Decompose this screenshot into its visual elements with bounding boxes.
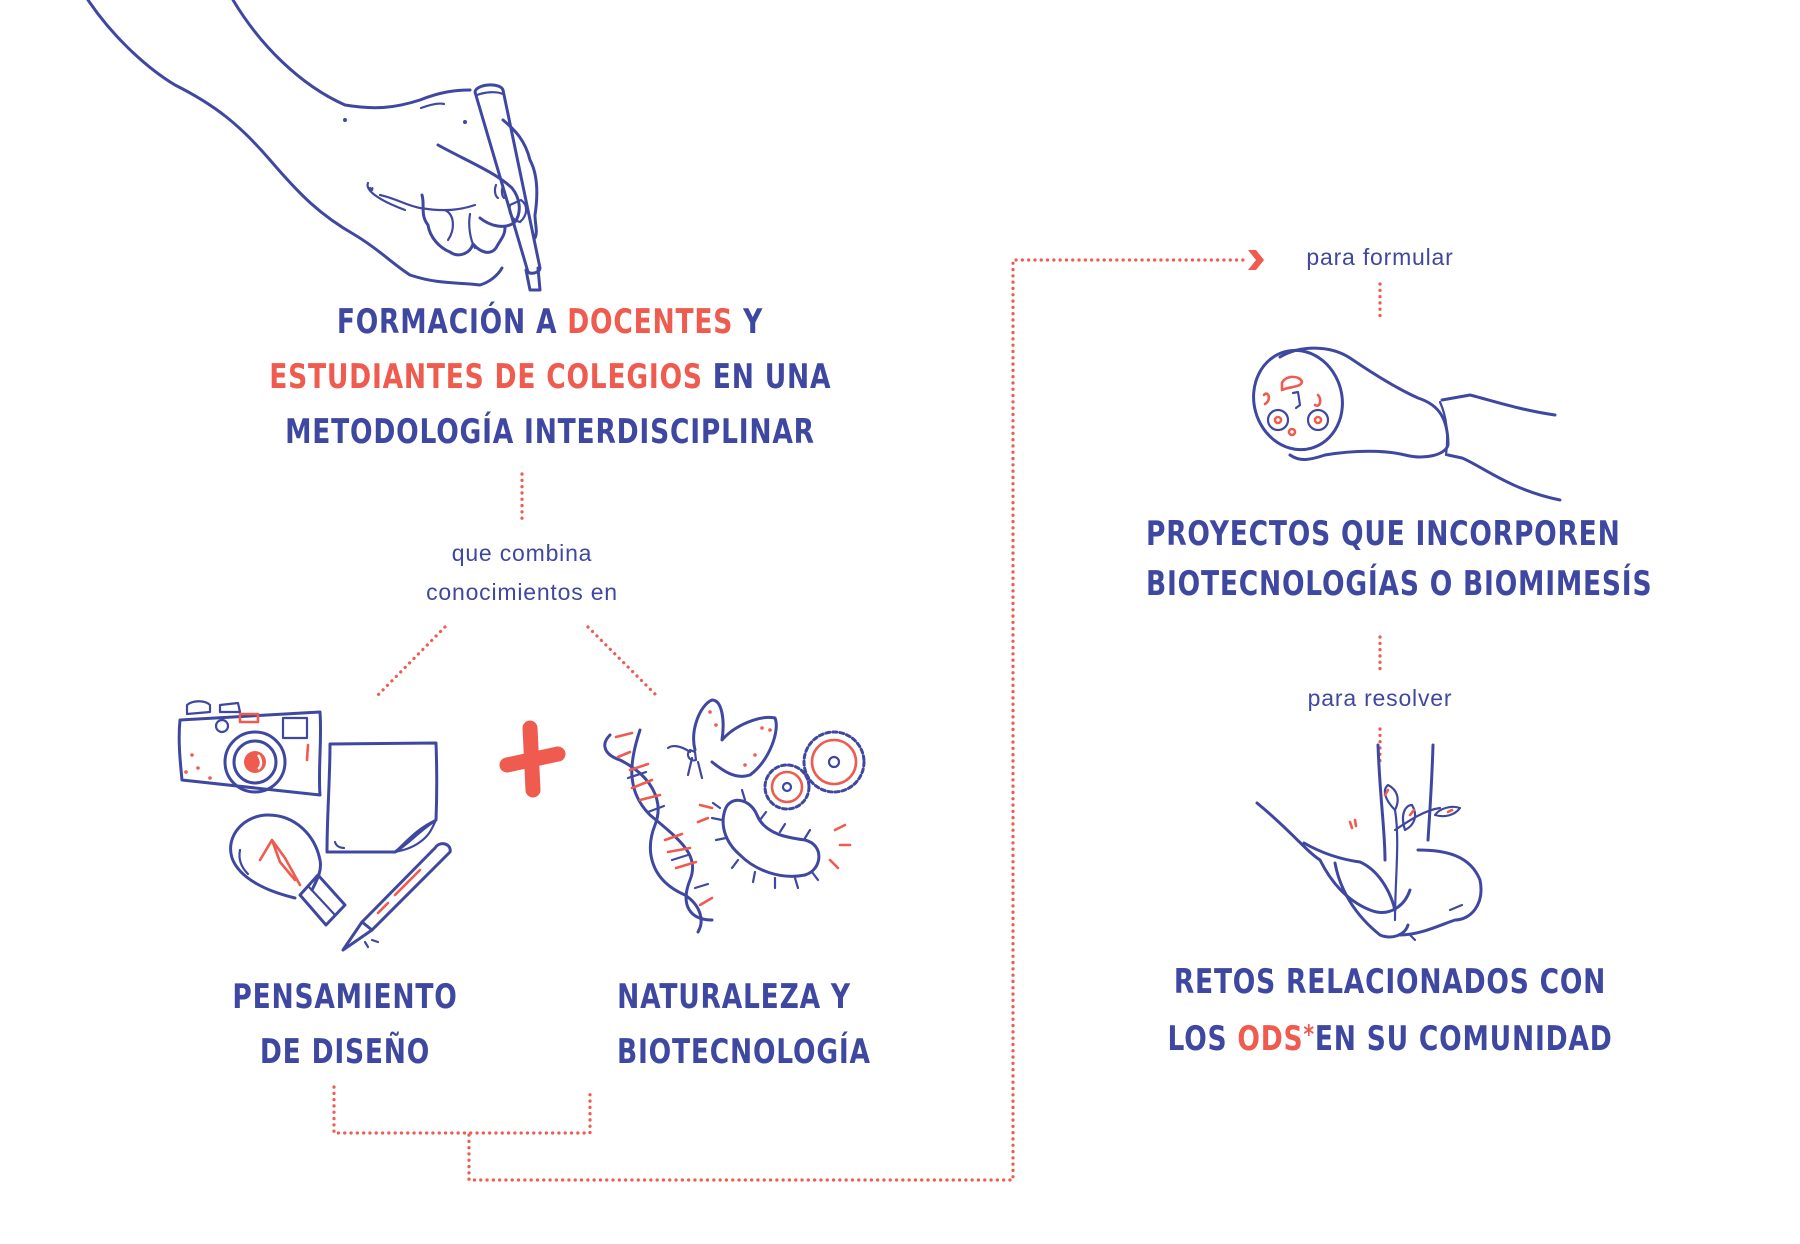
discipline-nature-line-1: Naturaleza y [617,977,851,1017]
discipline-nature-line-2: biotecnología [617,1032,871,1072]
dotted-route [467,258,1247,1182]
headline-text: metodología interdisciplinar [285,412,815,452]
outcome-projects-line-1: Proyectos que incorporen [1146,514,1621,554]
chevron-right-icon [1248,250,1264,270]
main-headline-line-3: metodología interdisciplinar [269,415,831,449]
headline-accent-docentes: docentes [567,302,734,342]
headline-text: los [1167,1019,1238,1059]
plus-icon [499,720,566,798]
hands-planting-seedling-icon [1255,743,1483,942]
asterisk-footnote-marker: * [1303,1020,1315,1050]
headline-text: en una [702,357,832,397]
outcome-challenges-line-2: los ODS*en su comunidad [1156,1022,1624,1056]
outcome-challenges-line-1: Retos relacionados con [1173,962,1607,1002]
headline-text: Formación a [336,302,568,342]
pencil-icon [341,842,452,952]
dotted-connector [376,625,447,697]
bacterium-icon [696,788,852,890]
butterfly-icon [666,698,778,780]
headline-text: y [733,302,764,342]
sticky-note-icon [325,741,439,854]
connector-solve: para resolver [1307,685,1453,711]
gloved-hand-petri-dish-icon [1252,346,1562,502]
connector-formulate: para formular [1306,244,1454,270]
lightbulb-icon [229,813,347,927]
dna-icon [603,728,714,934]
dotted-bracket [332,1085,592,1135]
gears-icon [763,730,866,811]
connector-combines-line-2: conocimientos en [426,579,618,605]
ods-accent: ODS [1237,1019,1304,1059]
headline-text: en su comunidad [1314,1019,1613,1059]
main-headline-line-2: estudiantes de colegios en una [269,360,831,394]
connector-combines-line-1: que combina [451,540,593,566]
discipline-design-line-1: Pensamiento [232,977,458,1017]
hand-writing-with-marker-icon [86,0,542,292]
dotted-connector [586,625,658,697]
camera-icon [177,700,323,797]
discipline-design-line-2: de diseño [259,1032,431,1072]
headline-accent-estudiantes: estudiantes de colegios [269,357,703,397]
outcome-projects-line-2: biotecnologías o biomimesís [1146,564,1653,604]
main-headline-line-1: Formación a docentes y [316,305,784,339]
